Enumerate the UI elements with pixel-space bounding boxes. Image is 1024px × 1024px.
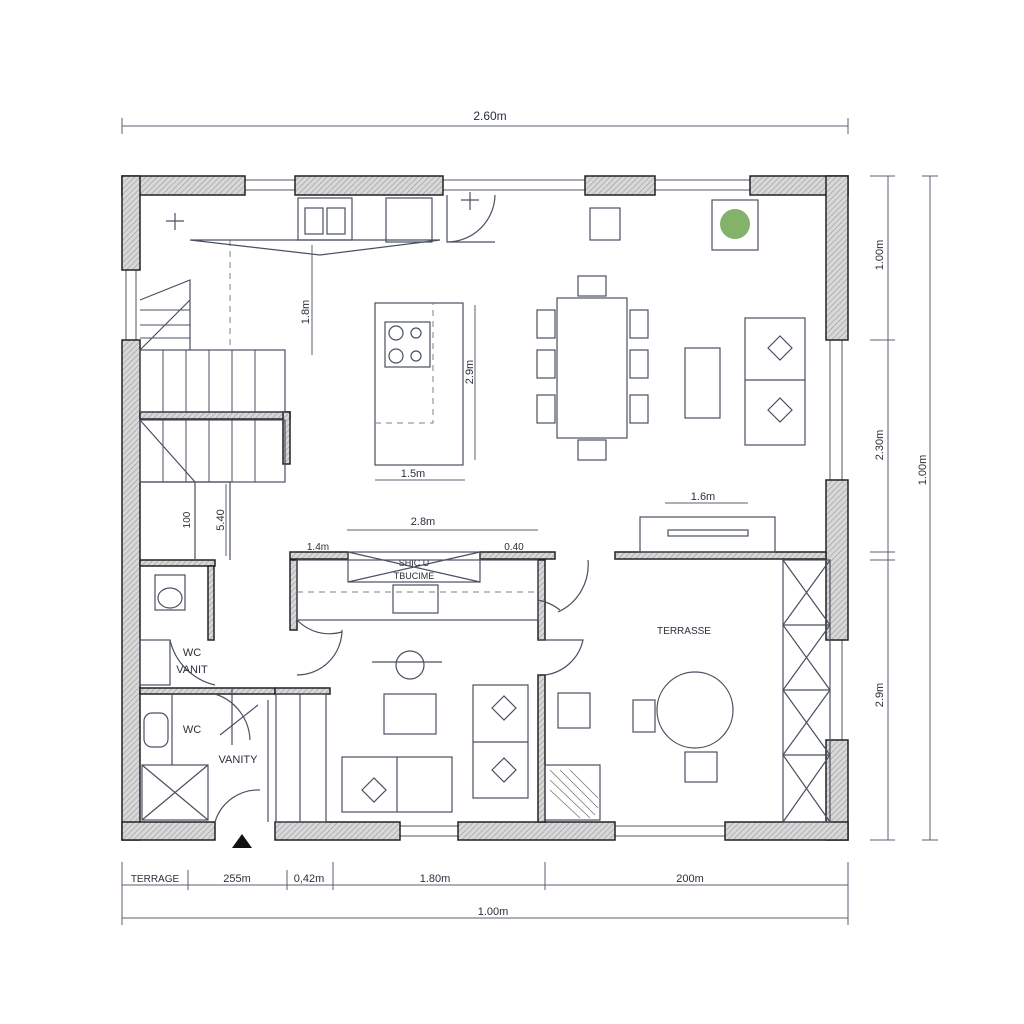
dimension-label: 255m bbox=[223, 873, 251, 885]
chair-icon bbox=[632, 699, 656, 733]
hall-area: 100 5.40 2.8m 1.4m 0.40 SHIC U TBUCIME bbox=[182, 484, 589, 735]
dimension-label: 2.60m bbox=[473, 109, 506, 123]
room-label: WC bbox=[183, 647, 201, 659]
living-area: 1.6m bbox=[639, 199, 806, 553]
walls bbox=[121, 175, 849, 841]
cooktop-icon bbox=[384, 321, 431, 368]
hall-cabinet bbox=[347, 551, 481, 583]
dimension-label: 200m bbox=[676, 873, 704, 885]
terrace-room: TERRASSE bbox=[544, 559, 831, 823]
entrance-arrow-icon bbox=[232, 834, 252, 848]
chair-icon bbox=[589, 207, 621, 241]
dimension-label: 0,42m bbox=[294, 873, 325, 885]
dimension-label: 1.00m bbox=[874, 240, 886, 271]
room-label: TERRASSE bbox=[657, 626, 711, 637]
wardrobe bbox=[782, 559, 831, 823]
lower-lounge bbox=[275, 684, 529, 823]
bathrooms: WC VANIT WC VANITY bbox=[139, 574, 269, 848]
chair-icon bbox=[684, 751, 718, 783]
shower-icon bbox=[141, 764, 209, 821]
room-label: WC bbox=[183, 724, 201, 736]
dimension-label: 2.9m bbox=[464, 360, 476, 384]
tv-unit bbox=[639, 516, 776, 553]
dining-table bbox=[556, 297, 628, 439]
plant-icon bbox=[711, 199, 759, 251]
toilet-icon bbox=[154, 574, 186, 611]
dimension-bottom: TERRAGE 255m 0,42m 1.80m 200m 1.00m bbox=[121, 862, 849, 925]
sofa-icon bbox=[744, 317, 806, 446]
dimension-label: 5.40 bbox=[215, 509, 227, 530]
cabinet-label: TBUCIME bbox=[394, 571, 435, 581]
coffee-table bbox=[684, 347, 721, 419]
chair-icon bbox=[557, 692, 591, 729]
dimension-label: 0.40 bbox=[504, 542, 524, 553]
stair-treads bbox=[140, 309, 256, 482]
sink-icon bbox=[297, 197, 353, 241]
dimension-label: 2.8m bbox=[411, 516, 435, 528]
windows bbox=[125, 179, 843, 837]
dimension-label: 2.9m bbox=[874, 683, 886, 707]
dimension-label: 1.8m bbox=[300, 300, 312, 324]
rug bbox=[544, 764, 601, 821]
dining-area bbox=[536, 207, 649, 461]
dimension-label: 1.80m bbox=[420, 873, 451, 885]
dimension-label: 1.4m bbox=[307, 542, 329, 553]
dimension-label: 1.00m bbox=[478, 906, 509, 918]
room-label: VANITY bbox=[219, 754, 259, 766]
dimension-label: 100 bbox=[182, 511, 193, 528]
cabinet-label: SHIC U bbox=[399, 558, 430, 568]
kitchen: 1.8m 2.9m 1.5m bbox=[166, 192, 496, 481]
dimension-label: 1.6m bbox=[691, 491, 715, 503]
door-icon bbox=[538, 639, 584, 676]
dimension-top: 2.60m bbox=[121, 109, 849, 134]
room-label: VANIT bbox=[176, 664, 208, 676]
dimension-label: 2.30m bbox=[874, 430, 886, 461]
door-icon bbox=[446, 194, 496, 243]
round-table bbox=[656, 671, 734, 749]
washbasin-icon bbox=[143, 712, 169, 748]
dimension-label: 1.5m bbox=[401, 468, 425, 480]
dimension-label: 1.00m bbox=[917, 455, 929, 486]
dimension-right: 1.00m 2.30m 2.9m 1.00m bbox=[870, 175, 938, 841]
dimension-label: TERRAGE bbox=[131, 874, 180, 885]
kitchen-island bbox=[374, 302, 464, 466]
